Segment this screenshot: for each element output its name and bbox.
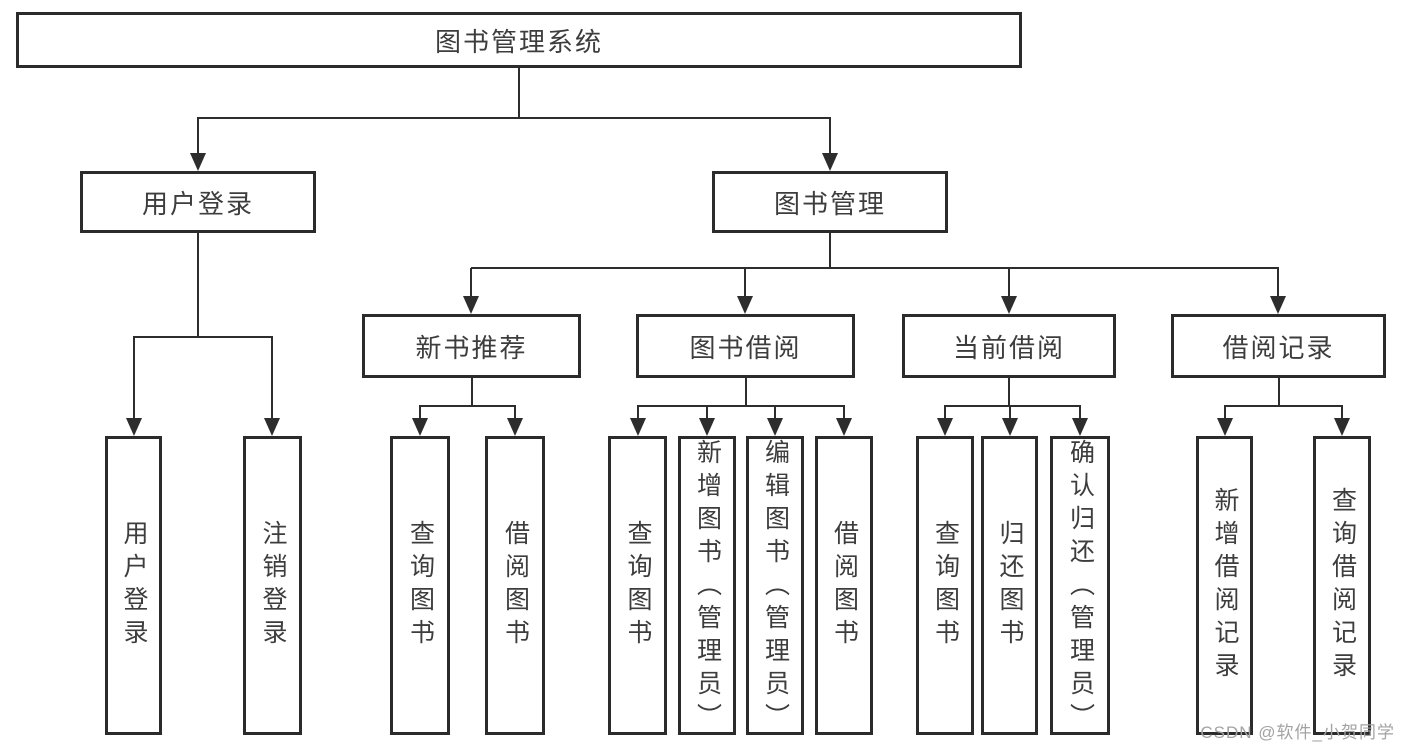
connector-newrec-split (419, 405, 516, 407)
connector-root-split (197, 117, 831, 119)
connector-drop-user-child-1 (133, 337, 135, 419)
node-leaf-return-book: 归还图书 (981, 436, 1038, 735)
node-leaf-user-login: 用户登录 (105, 436, 162, 735)
arrow-down-icon (630, 418, 646, 436)
arrow-down-icon (1002, 418, 1018, 436)
node-leaf-current-query-book: 查询图书 (916, 436, 974, 735)
node-leaf-logout-label: 注销登录 (259, 519, 287, 652)
node-leaf-edit-book-admin-label: 编辑图书（管理员） (761, 439, 790, 736)
arrow-down-icon (699, 418, 715, 436)
arrow-down-icon (822, 153, 838, 171)
node-leaf-add-book-admin-label: 新增图书（管理员） (693, 439, 722, 736)
connector-root-stem (518, 68, 520, 118)
arrow-down-icon (1217, 418, 1233, 436)
arrow-down-icon (937, 418, 953, 436)
node-user-login-label: 用户登录 (141, 188, 254, 219)
node-leaf-query-borrow-record: 查询借阅记录 (1313, 436, 1371, 735)
connector-drop-borrow-3 (774, 406, 776, 418)
connector-book-stem (829, 233, 831, 268)
arrow-down-icon (737, 296, 753, 314)
node-current-borrow-label: 当前借阅 (952, 332, 1065, 363)
connector-drop-newrec-1 (419, 406, 421, 418)
arrow-down-icon (507, 418, 523, 436)
arrow-down-icon (264, 418, 280, 436)
connector-borrow-split (637, 405, 845, 407)
arrow-down-icon (1072, 418, 1088, 436)
node-borrow-record: 借阅记录 (1171, 314, 1386, 378)
connector-drop-user (197, 118, 199, 154)
node-leaf-add-borrow-record: 新增借阅记录 (1196, 436, 1253, 735)
arrow-down-icon (412, 418, 428, 436)
connector-drop-module-1 (470, 268, 472, 296)
csdn-watermark: CSDN @软件_小贺同学 (1200, 723, 1395, 742)
node-leaf-newrec-borrow-book-label: 借阅图书 (501, 519, 530, 652)
connector-drop-newrec-2 (514, 406, 516, 418)
node-leaf-current-query-book-label: 查询图书 (931, 519, 960, 652)
node-root-label: 图书管理系统 (434, 26, 603, 57)
connector-drop-user-child-2 (271, 337, 273, 419)
connector-drop-module-3 (1008, 268, 1010, 296)
node-leaf-confirm-return-admin: 确认归还（管理员） (1050, 436, 1110, 736)
connector-drop-current-1 (944, 406, 946, 418)
arrow-down-icon (767, 418, 783, 436)
connector-drop-borrow-1 (637, 406, 639, 418)
connector-borrow-stem (745, 378, 747, 406)
node-leaf-user-login-label: 用户登录 (120, 519, 148, 652)
node-leaf-confirm-return-admin-label: 确认归还（管理员） (1066, 439, 1095, 736)
node-leaf-newrec-query-book-label: 查询图书 (406, 519, 435, 652)
node-leaf-add-book-admin: 新增图书（管理员） (678, 436, 736, 736)
node-leaf-borrow-query-book-label: 查询图书 (624, 519, 652, 652)
node-leaf-add-borrow-record-label: 新增借阅记录 (1211, 486, 1239, 685)
arrow-down-icon (190, 153, 206, 171)
node-book-management-label: 图书管理 (773, 188, 886, 219)
node-current-borrow: 当前借阅 (902, 314, 1116, 378)
arrow-down-icon (126, 418, 142, 436)
connector-drop-current-2 (1009, 406, 1011, 418)
connector-record-split (1224, 405, 1343, 407)
node-book-borrow: 图书借阅 (636, 314, 855, 378)
connector-book-split (471, 267, 1279, 269)
connector-drop-current-3 (1079, 406, 1081, 418)
node-user-login: 用户登录 (80, 171, 316, 233)
arrow-down-icon (836, 418, 852, 436)
arrow-down-icon (1270, 296, 1286, 314)
connector-drop-borrow-2 (706, 406, 708, 418)
node-leaf-borrow-query-book: 查询图书 (608, 436, 667, 735)
node-leaf-newrec-query-book: 查询图书 (390, 436, 450, 735)
connector-user-stem (197, 233, 199, 337)
node-leaf-borrow-book: 借阅图书 (815, 436, 873, 735)
arrow-down-icon (1001, 296, 1017, 314)
node-leaf-logout: 注销登录 (243, 436, 302, 735)
node-borrow-record-label: 借阅记录 (1222, 332, 1335, 363)
connector-drop-record-1 (1224, 406, 1226, 418)
node-leaf-edit-book-admin: 编辑图书（管理员） (746, 436, 804, 736)
node-book-management: 图书管理 (712, 171, 948, 233)
node-new-book-recommend: 新书推荐 (362, 314, 581, 378)
node-leaf-query-borrow-record-label: 查询借阅记录 (1328, 486, 1357, 685)
node-new-book-recommend-label: 新书推荐 (415, 332, 528, 363)
connector-drop-book (829, 118, 831, 154)
node-book-borrow-label: 图书借阅 (689, 332, 802, 363)
connector-drop-module-2 (744, 268, 746, 296)
node-root: 图书管理系统 (16, 12, 1022, 68)
connector-newrec-stem (471, 378, 473, 406)
connector-drop-record-2 (1341, 406, 1343, 418)
node-leaf-borrow-book-label: 借阅图书 (830, 519, 859, 652)
connector-user-split (133, 336, 273, 338)
connector-current-split (944, 405, 1081, 407)
node-leaf-newrec-borrow-book: 借阅图书 (485, 436, 545, 735)
connector-current-stem (1008, 378, 1010, 406)
node-leaf-return-book-label: 归还图书 (996, 519, 1024, 652)
arrow-down-icon (1334, 418, 1350, 436)
connector-drop-module-4 (1277, 268, 1279, 296)
connector-record-stem (1278, 378, 1280, 406)
arrow-down-icon (463, 296, 479, 314)
connector-drop-borrow-4 (843, 406, 845, 418)
